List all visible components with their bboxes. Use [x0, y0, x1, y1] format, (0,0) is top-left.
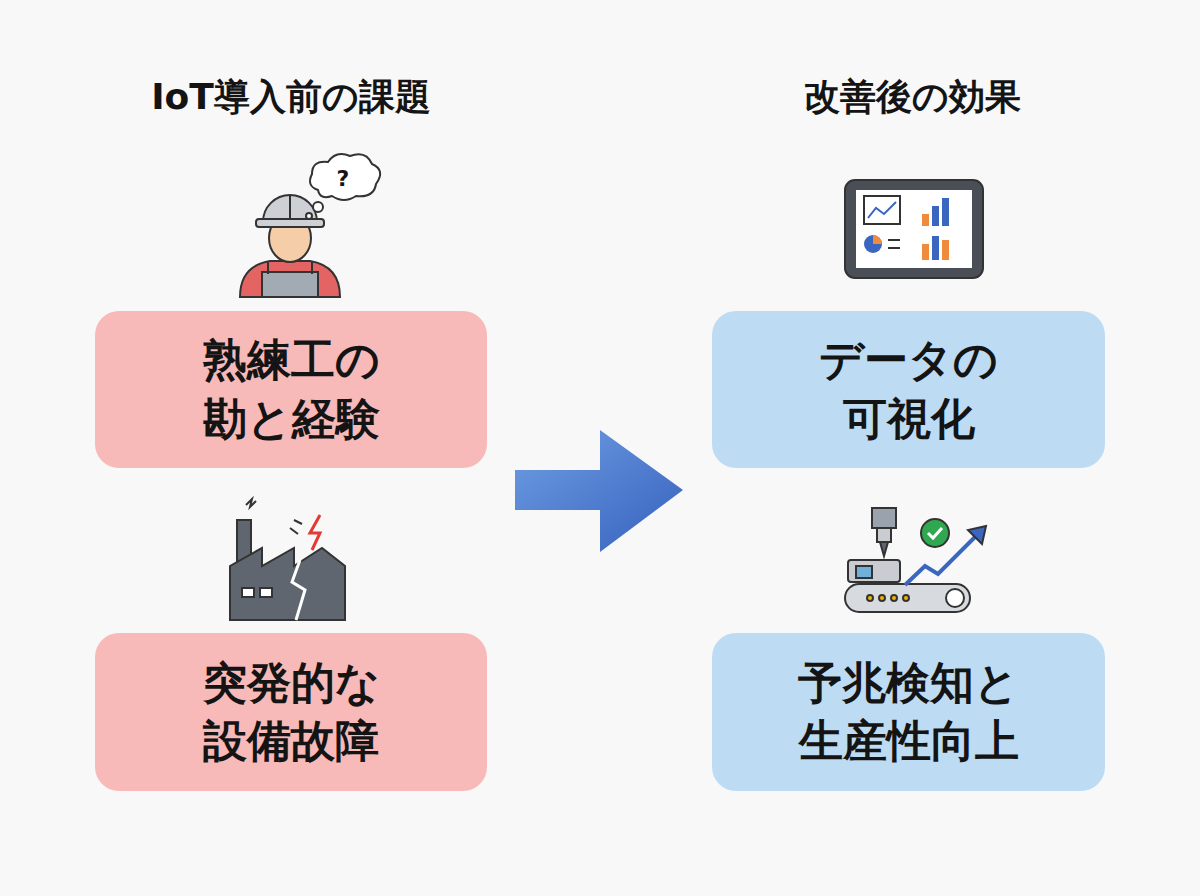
column-heading: IoT導入前の課題: [151, 73, 431, 122]
box-text: 熟練工の 勘と経験: [156, 331, 426, 447]
transition-arrow: [515, 430, 683, 552]
effect-box: データの 可視化: [712, 311, 1105, 468]
box-text: データの 可視化: [774, 331, 1044, 447]
dashboard-tablet-icon: [845, 180, 983, 278]
box-text: 突発的な 設備故障: [156, 654, 426, 770]
effect-box: 予兆検知と 生産性向上: [712, 633, 1105, 791]
machine-improvement-icon: [845, 508, 986, 612]
box-text: 予兆検知と 生産性向上: [774, 654, 1044, 770]
column-heading: 改善後の効果: [804, 73, 1021, 122]
thought-bubble: [306, 154, 380, 219]
question-mark: ?: [337, 166, 350, 191]
worker-icon: [240, 195, 340, 297]
problem-box: 熟練工の 勘と経験: [95, 311, 487, 468]
problem-box: 突発的な 設備故障: [95, 633, 487, 791]
factory-breakdown-icon: [230, 499, 345, 620]
